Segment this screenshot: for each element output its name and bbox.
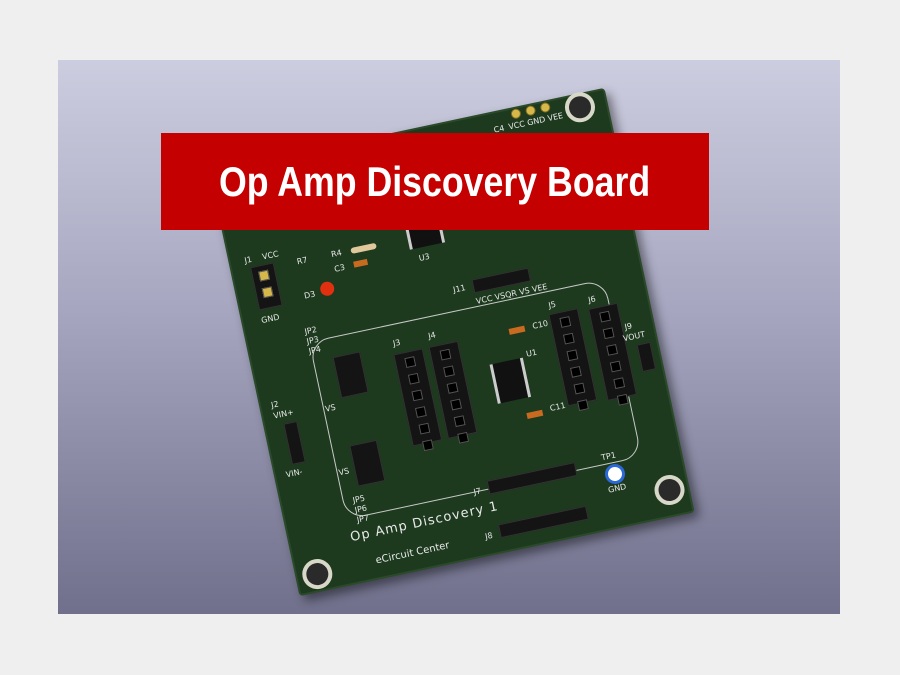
pad [524,104,537,117]
label-j6: J6 [587,294,597,305]
pad [510,107,522,120]
label-j1-vcc: VCC [261,249,280,262]
label-j8: J8 [484,530,494,542]
title-banner: Op Amp Discovery Board [161,133,709,230]
label-vin-minus: VIN- [285,467,304,480]
board-maker: eCircuit Center [374,540,451,567]
banner-title: Op Amp Discovery Board [219,157,651,205]
capacitor-c3 [353,258,369,268]
connector-j8 [497,505,589,539]
connector-j9 [636,341,657,373]
label-j5: J5 [547,299,557,311]
pad [539,101,552,114]
label-tp1-gnd: GND [607,482,628,495]
label-c3: C3 [333,262,346,274]
label-j1: J1 [243,254,253,266]
label-vin-plus: VIN+ [272,407,295,421]
label-vout: VOUT [622,329,646,344]
label-r4: R4 [330,248,343,260]
label-jp2-jp4: JP2 JP3 JP4 [303,324,322,356]
label-j11: J11 [452,283,467,295]
led-d3 [318,280,336,298]
mounting-hole [562,89,598,126]
label-j1-gnd: GND [260,312,281,326]
label-j2: J2 [270,399,280,410]
connector-j1 [250,262,283,311]
mounting-hole [299,556,336,592]
label-r7: R7 [296,255,309,267]
label-j4: J4 [427,330,437,341]
label-j9: J9 [623,321,633,332]
label-j7: J7 [472,486,482,497]
label-j3: J3 [392,337,402,349]
mounting-hole [651,472,688,508]
label-d3: D3 [303,289,317,301]
connector-j2 [283,420,306,465]
resistor-r4 [350,242,377,254]
label-u3: U3 [417,251,431,263]
